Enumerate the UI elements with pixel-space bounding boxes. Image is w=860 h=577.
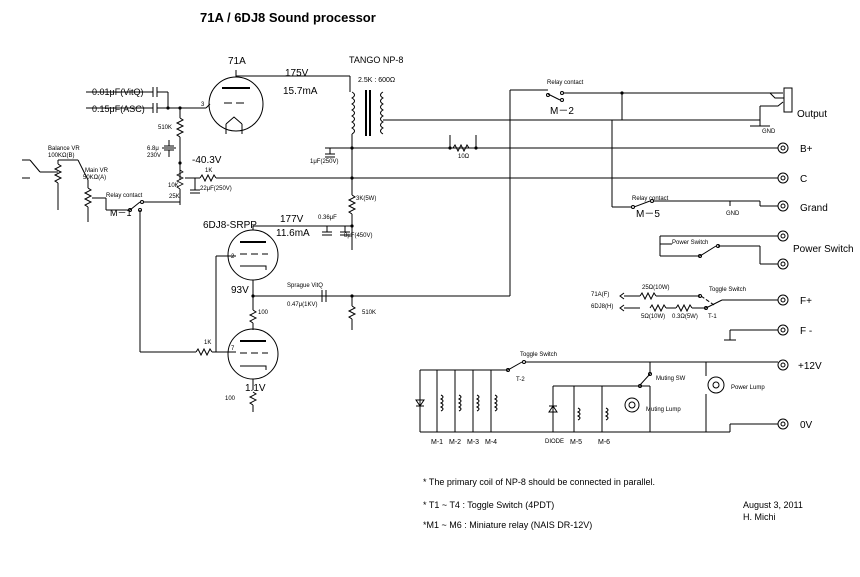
coil-m2-label: M-2 <box>449 439 461 446</box>
coil-m6-label: M-6 <box>598 439 610 446</box>
relay-contact-2-label: Relay contact <box>547 80 584 86</box>
plate-current-71a: 15.7mA <box>283 86 318 97</box>
note-2: * T1 ~ T4 : Toggle Switch (4PDT) <box>423 500 554 510</box>
plate-current-6dj8: 11.6mA <box>276 228 310 239</box>
pin-label-7: 7 <box>231 346 235 352</box>
cap-015-label: 0.15μF(ASC) <box>92 104 145 114</box>
muting-sw-label: Muting SW <box>656 376 686 382</box>
sprague-label: Sprague VitQ <box>287 283 323 289</box>
terminal-ground-label: Grand <box>800 203 828 214</box>
cap-8u-label: 8μF(450V) <box>344 233 372 239</box>
resistor-10k-label: 10K <box>168 183 179 189</box>
resistor-1k-b-label: 1K <box>204 340 211 346</box>
relay-contact-3-label: Relay contact <box>632 196 669 202</box>
heater-6dj8-label: 6DJ8(H) <box>591 304 613 310</box>
cap-047-label: 0.47μ(1KV) <box>287 302 317 308</box>
resistor-25o-label: 25Ω(10W) <box>642 285 670 291</box>
resistor-3k-label: 3K(5W) <box>356 196 376 202</box>
toggle-switch2-label: Toggle Switch <box>520 352 557 358</box>
gnd-label: GND <box>762 129 776 135</box>
terminal-fminus-label: F - <box>800 326 812 337</box>
transformer-ratio: 2.5K : 600Ω <box>358 77 395 84</box>
coil-m5-label: M-5 <box>570 439 582 446</box>
relay-coils-m1-m4 <box>436 370 498 432</box>
coil-m3-label: M-3 <box>467 439 479 446</box>
relay-m1-label: M－1 <box>110 208 132 218</box>
relay-m5-label: M－5 <box>636 209 660 220</box>
resistor-10-label: 10Ω <box>458 154 470 160</box>
terminal-power-switch-label: Power Switch <box>793 244 854 255</box>
resistor-25k-label: 25K <box>169 194 180 200</box>
terminal-12v[interactable] <box>777 359 789 371</box>
diode-label: DIODE <box>545 439 564 445</box>
power-lamp-label: Power Lump <box>731 385 765 391</box>
bias-voltage: -40.3V <box>192 155 222 166</box>
pin-label-2-upper: 2 <box>231 254 235 260</box>
resistor-510k-label: 510K <box>158 125 172 131</box>
coil-m1-label: M-1 <box>431 439 443 446</box>
terminal-power-switch-b[interactable] <box>777 258 789 270</box>
terminal-fplus[interactable] <box>777 294 789 306</box>
cap-68-label: 6.8μ <box>147 146 159 152</box>
tube-71a <box>208 70 264 134</box>
toggle-switch-label: Toggle Switch <box>709 287 746 293</box>
plate-voltage-6dj8: 177V <box>280 214 304 225</box>
midpoint-voltage: 93V <box>231 285 249 296</box>
resistor-510k-b-label: 510K <box>362 310 376 316</box>
main-vr-value: 50KΩ(A) <box>83 175 106 181</box>
terminal-0v-label: 0V <box>800 420 813 431</box>
power-switch-inner-label: Power Switch <box>672 240 708 246</box>
cap-036-label: 0.36μF <box>318 215 337 221</box>
terminal-power-switch-a[interactable] <box>777 230 789 242</box>
heater-71a-label: 71A(F) <box>591 292 609 298</box>
cap-1u-label: 1μF(250V) <box>310 159 338 165</box>
tube-6dj8-upper <box>227 225 352 281</box>
terminal-bplus-label: B+ <box>800 144 813 155</box>
gnd2-label: GND <box>726 211 740 217</box>
muting-lamp-icon <box>624 397 640 413</box>
tube-71a-label: 71A <box>228 56 246 67</box>
balance-vr-label: Balance VR <box>48 146 80 152</box>
note-author: H. Michi <box>743 512 776 522</box>
cap-230v-label: 230V <box>147 153 161 159</box>
balance-vr-value: 100KΩ(B) <box>48 153 75 159</box>
cap-22u-label: 22μF(250V) <box>200 186 232 192</box>
relay-m2-label: M－2 <box>550 106 574 117</box>
relay-contact-1-label: Relay contact <box>106 193 143 199</box>
terminal-c-label: C <box>800 174 807 185</box>
diagram-title: 71A / 6DJ8 Sound processor <box>200 10 376 25</box>
coil-m4-label: M-4 <box>485 439 497 446</box>
terminal-bplus[interactable] <box>777 142 789 154</box>
terminal-c[interactable] <box>777 172 789 184</box>
plate-voltage-71a: 175V <box>285 68 309 79</box>
resistor-03-label: 0.3Ω(5W) <box>672 314 698 320</box>
pin-label-3: 3 <box>201 102 205 108</box>
terminal-0v[interactable] <box>777 418 789 430</box>
terminal-fplus-label: F+ <box>800 296 812 307</box>
transformer-np8 <box>351 90 384 136</box>
tube-6dj8-lower <box>227 328 279 380</box>
resistor-100-label: 100 <box>258 310 269 316</box>
toggle-t2-label: T-2 <box>516 377 525 383</box>
resistor-1k-label: 1K <box>205 168 212 174</box>
main-vr-label: Main VR <box>85 168 109 174</box>
note-date: August 3, 2011 <box>743 500 803 510</box>
power-lamp-icon <box>707 376 725 394</box>
cathode-voltage: 1.1V <box>245 383 266 394</box>
terminal-12v-label: +12V <box>798 361 822 372</box>
muting-lamp-label: Muting Lump <box>646 407 681 413</box>
tube-6dj8-label: 6DJ8-SRPP <box>203 220 257 231</box>
resistor-5o-label: 5Ω(10W) <box>641 314 665 320</box>
terminal-output-label: Output <box>797 109 827 120</box>
output-jack[interactable] <box>760 87 793 113</box>
resistor-100b-label: 100 <box>225 396 236 402</box>
note-1: * The primary coil of NP-8 should be con… <box>423 477 655 487</box>
note-3: *M1 ~ M6 : Miniature relay (NAIS DR-12V) <box>423 520 592 530</box>
transformer-name: TANGO NP-8 <box>349 55 403 65</box>
toggle-t1-label: T-1 <box>708 314 717 320</box>
terminal-fminus[interactable] <box>777 324 789 336</box>
terminal-ground[interactable] <box>777 200 789 212</box>
